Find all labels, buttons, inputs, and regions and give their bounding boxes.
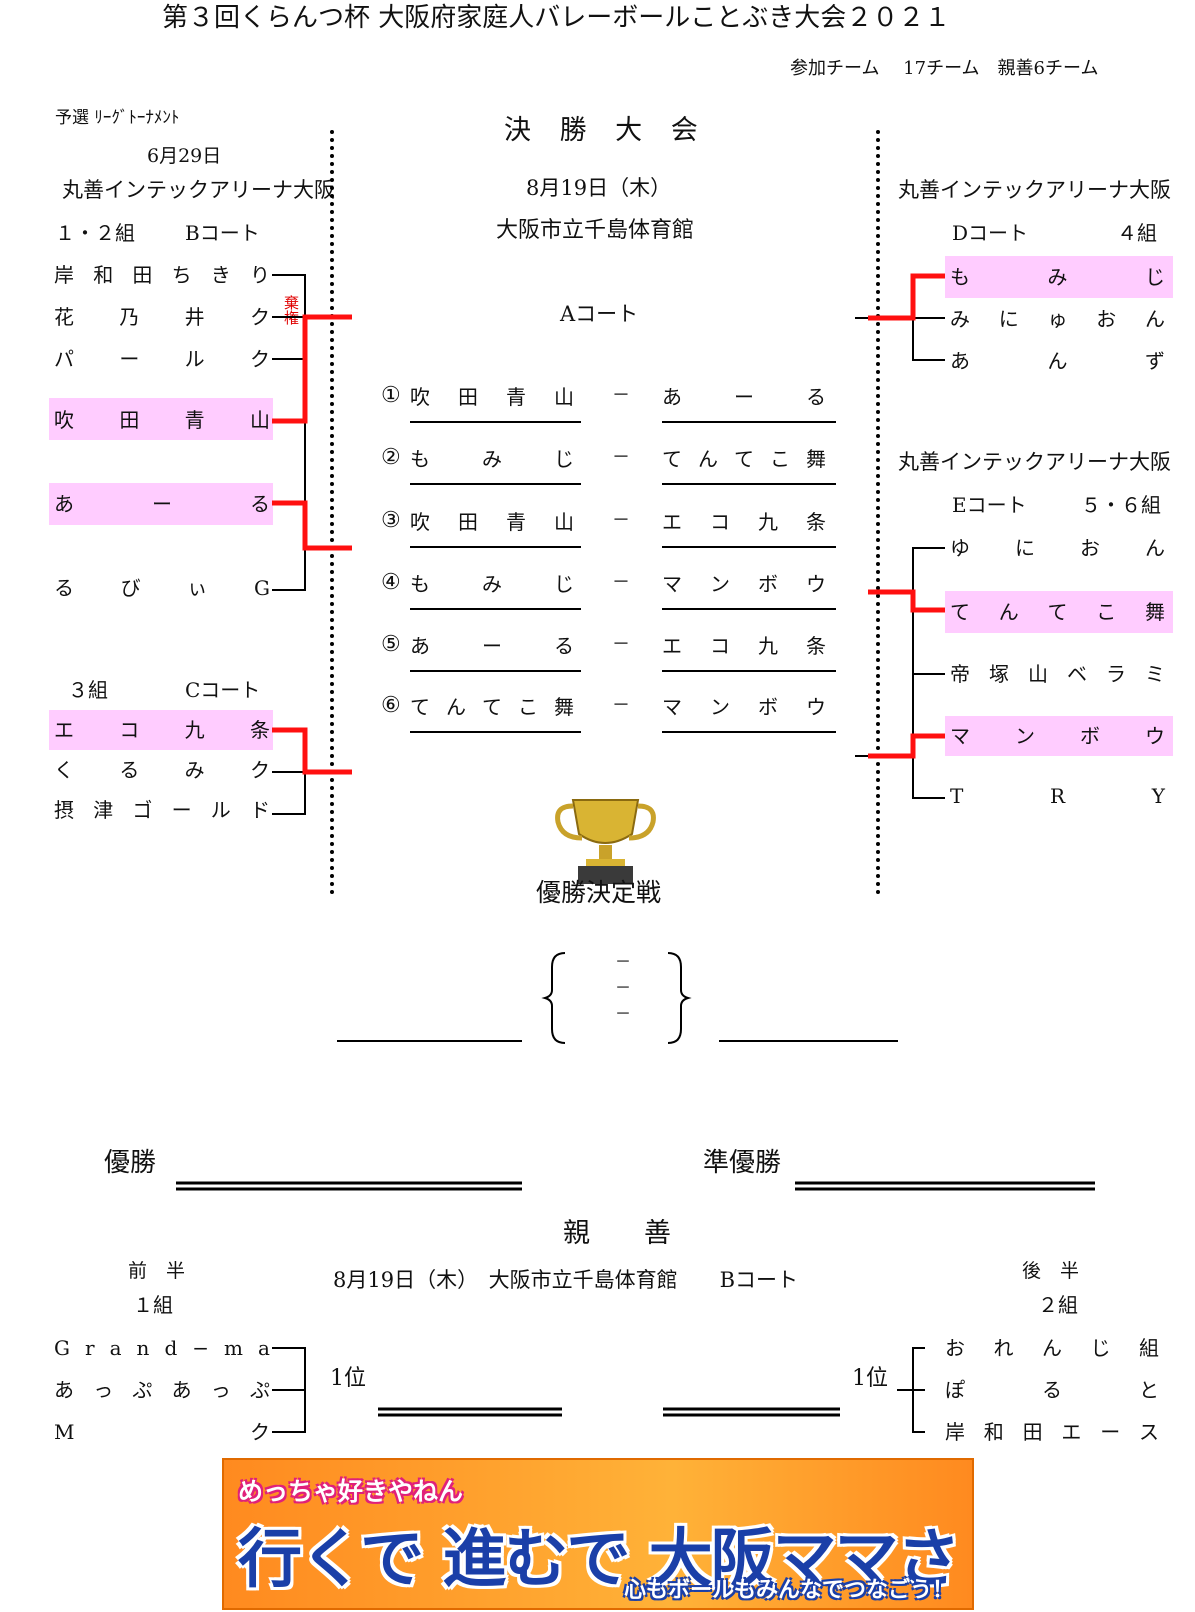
advance-highlight: [945, 591, 1173, 633]
court-a-label: Aコート: [560, 302, 639, 326]
match-home-team: 吹田青山: [410, 510, 574, 534]
match-vs: －: [612, 385, 630, 406]
match-number: ②: [381, 445, 401, 470]
match-vs: －: [612, 572, 630, 593]
team-hananoi: 花乃井ク: [54, 305, 270, 329]
team-minyuon: みにゅおん: [950, 307, 1165, 331]
runner-up-label: 準優勝: [703, 1148, 782, 1178]
final-match-title: 優勝決定戦: [536, 878, 662, 907]
left-divider: [330, 130, 334, 895]
match-home-team: あーる: [410, 634, 574, 658]
first-place-left: 1位: [330, 1366, 366, 1391]
first-half-label: 前 半: [128, 1260, 186, 1282]
team-eco-kujo: エコ九条: [54, 718, 270, 742]
match-away-team: マンボウ: [662, 572, 826, 596]
team-manbou: マンボウ: [950, 724, 1165, 748]
score-dash: －: [615, 978, 632, 997]
team-tentekomai: てんてこ舞: [950, 600, 1165, 624]
match-number: ⑥: [381, 693, 401, 718]
team-aru: あーる: [54, 492, 270, 516]
score-dash: －: [615, 952, 632, 971]
match-number: ④: [381, 570, 401, 595]
right-divider: [876, 130, 880, 895]
team-tezukayama-berami: 帝塚山ベラミ: [950, 662, 1165, 686]
event-banner: めっちゃ好きやねん 行くで 進むで 大阪ママさん 心もボールもみんなでつなごう！: [222, 1458, 974, 1610]
advance-highlight: [49, 483, 273, 525]
team-momiji: もみじ: [950, 265, 1165, 289]
team-anzu: あんず: [950, 349, 1165, 373]
match-vs: －: [612, 510, 630, 531]
right-venue-1: 丸善インテックアリーナ大阪: [898, 178, 1171, 202]
match-home-team: もみじ: [410, 572, 574, 596]
friendly-heading: 親 善: [563, 1218, 671, 1249]
team-union: ゆにおん: [950, 536, 1165, 560]
final-venue: 大阪市立千島体育館: [496, 218, 695, 243]
first-place-right: 1位: [852, 1366, 888, 1391]
right-venue-2: 丸善インテックアリーナ大阪: [898, 450, 1171, 474]
advance-highlight: [49, 710, 273, 750]
team-poruto: ぽると: [945, 1378, 1159, 1402]
participants-count: 参加チーム 17チーム 親善6チーム: [790, 58, 1099, 79]
forfeit-mark: 棄権: [282, 295, 300, 325]
group2-label: ２組: [1038, 1293, 1078, 1317]
match-away-team: あーる: [662, 385, 826, 409]
banner-line1: めっちゃ好きやねん: [238, 1477, 464, 1506]
court-d-label: Dコート: [952, 221, 1029, 245]
group3-label: ３組: [68, 678, 108, 702]
team-orenji: おれんじ組: [945, 1336, 1159, 1360]
team-kurumi: くるみク: [54, 758, 270, 782]
second-half-label: 後 半: [1022, 1260, 1080, 1282]
team-suita-aoyama: 吹田青山: [54, 408, 270, 432]
match-number: ①: [381, 383, 401, 408]
group56-label: ５・６組: [1081, 493, 1161, 517]
match-away-team: エコ九条: [662, 634, 826, 658]
team-settsu-gold: 摂津ゴールド: [54, 798, 270, 822]
court-b-label: Bコート: [185, 221, 260, 245]
team-kishiwada-ace: 岸和田エース: [945, 1420, 1159, 1444]
banner-slogan: 行くで 進むで 大阪ママさん: [238, 1523, 961, 1597]
match-vs: －: [612, 447, 630, 468]
team-kishiwada-chikiri: 岸和田ちきり: [54, 263, 270, 287]
team-pearl: パールク: [54, 347, 270, 371]
match-number: ③: [381, 508, 401, 533]
banner-subline: 心もボールもみんなでつなごう！: [623, 1578, 954, 1603]
match-away-team: エコ九条: [662, 510, 826, 534]
group1-label: １組: [133, 1293, 173, 1317]
advance-highlight: [945, 716, 1173, 756]
friendly-info: 8月19日（木） 大阪市立千島体育館 Bコート: [333, 1268, 799, 1292]
team-appu-appu: あっぷあっぷ: [54, 1378, 270, 1402]
court-e-label: Eコート: [952, 493, 1027, 517]
match-home-team: もみじ: [410, 447, 574, 471]
final-heading: 決 勝 大 会: [504, 115, 708, 146]
match-home-team: てんてこ舞: [410, 695, 574, 719]
left-stage-label: 予選 ﾘｰｸﾞﾄｰﾅﾒﾝﾄ: [55, 108, 180, 128]
match-vs: －: [612, 695, 630, 716]
score-dash: －: [615, 1004, 632, 1023]
match-home-team: 吹田青山: [410, 385, 574, 409]
left-date: 6月29日: [147, 145, 222, 167]
page-title: 第３回くらんつ杯 大阪府家庭人バレーボールことぶき大会２０２１: [162, 3, 951, 33]
group12-label: １・２組: [55, 221, 135, 245]
court-c-label: Cコート: [185, 678, 261, 702]
match-away-team: マンボウ: [662, 695, 826, 719]
group4-label: ４組: [1117, 221, 1157, 245]
match-vs: －: [612, 634, 630, 655]
advance-highlight: [945, 256, 1173, 298]
advance-highlight: [49, 398, 273, 440]
match-away-team: てんてこ舞: [662, 447, 826, 471]
left-venue: 丸善インテックアリーナ大阪: [62, 178, 335, 202]
winner-label: 優勝: [104, 1148, 157, 1178]
final-date: 8月19日（木）: [526, 176, 672, 200]
match-number: ⑤: [381, 632, 401, 657]
